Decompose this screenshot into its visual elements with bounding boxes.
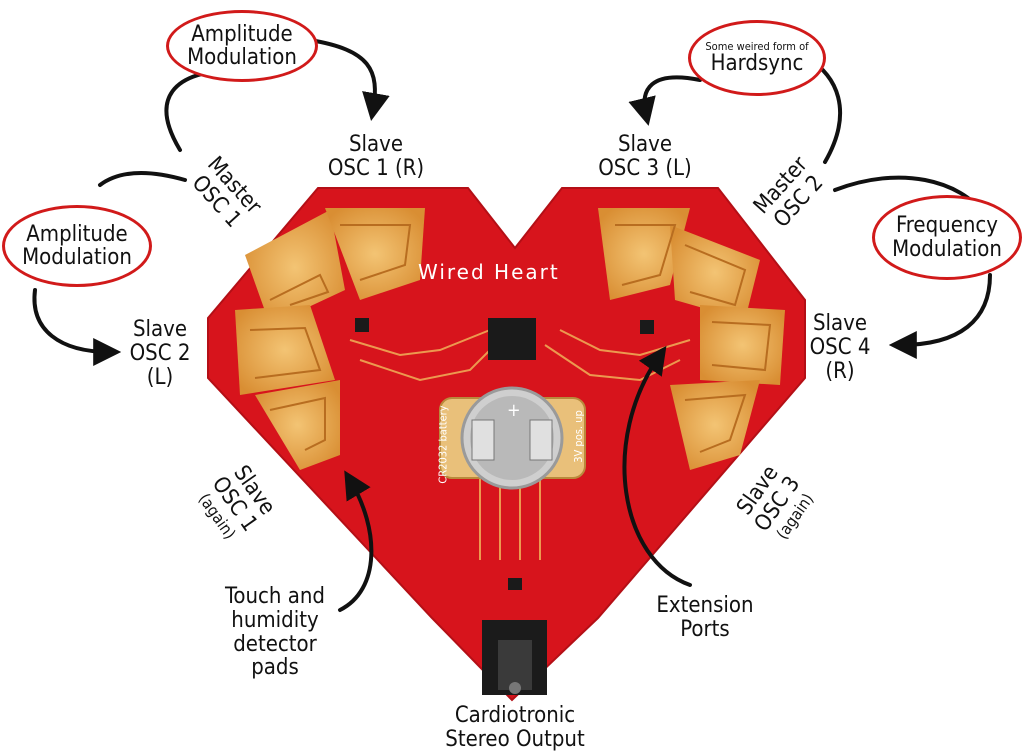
amplitude-modulation-left-bubble: Amplitude Modulation [2,205,152,287]
label-line: Slave [132,317,188,342]
battery-holder [439,386,586,490]
small-component [508,578,522,590]
arrow-am-to-slave-osc1 [164,68,242,152]
label-slave-osc2: Slave OSC 2 (L) [120,318,200,389]
bubble-line: Amplitude [191,21,293,47]
touch-pad [700,305,785,385]
label-line: Extension [656,593,754,618]
arrow-master1-to-am-left [98,171,187,187]
label-slave-osc3: Slave OSC 3 (L) [585,133,705,181]
label-line: Slave [348,132,404,157]
arrow-hardsync-to-slave-osc3 [628,75,702,126]
label-slave-osc4: Slave OSC 4 (R) [800,312,880,383]
touch-pad [245,210,345,325]
pcb-title: Wired Heart [418,260,560,284]
frequency-modulation-bubble: Frequency Modulation [872,195,1022,280]
label-line: Stereo Output [445,726,585,752]
label-line: Touch and [225,584,325,609]
bubble-line: Modulation [22,245,132,270]
touch-pad [325,208,425,300]
label-line: Slave [812,311,868,336]
label-line: OSC 2 [129,340,191,366]
ic-chip [488,318,536,360]
label-line: humidity [231,607,319,633]
small-component [640,320,654,334]
power-label: 3V pos. up [571,410,585,463]
label-line: Cardiotronic [454,703,576,728]
label-extension-ports: Extension Ports [640,594,770,642]
label-stereo-output: Cardiotronic Stereo Output [420,704,610,752]
bubble-line: Modulation [187,45,297,70]
label-line: Slave [617,132,673,157]
touch-pad [598,208,690,300]
arrow-extension-ports [622,345,692,587]
label-line: pads [251,655,299,681]
left-touch-pads [235,208,425,470]
amplitude-modulation-top-bubble: Amplitude Modulation [166,10,318,82]
arrow-fm-to-slave-osc4 [888,273,992,359]
label-touch-pads: Touch and humidity detector pads [210,585,340,680]
arrow-am-left-to-slave-osc2 [32,288,122,366]
bubble-line: Frequency [895,213,999,239]
battery-label: CR2032 battery [436,405,450,484]
touch-pad [255,380,340,470]
pad-spiral-traces [249,224,772,453]
label-line: Ports [680,616,730,642]
label-line: OSC 3 (L) [598,155,692,181]
label-slave-osc1: Slave OSC 1 (R) [316,133,436,181]
arrow-am-top-to-slave-osc1 [308,38,390,122]
plus-sign: + [507,400,521,421]
label-line: (R) [825,358,855,384]
hardsync-bubble: Some weired form of Hardsync [688,20,826,96]
audio-jack [482,620,547,695]
label-line: OSC 4 [809,334,871,360]
arrow-touch-pads [338,470,374,612]
label-line: detector [233,631,317,657]
bubble-line: Hardsync [710,51,804,77]
small-component [355,318,369,332]
touch-pad [235,305,335,395]
bubble-line: Modulation [892,236,1002,262]
label-line: (L) [146,364,174,390]
bubble-line: Amplitude [26,221,128,247]
label-line: OSC 1 (R) [327,155,425,181]
touch-pad [670,380,760,470]
bubble-line: Some weired form of [705,39,809,53]
